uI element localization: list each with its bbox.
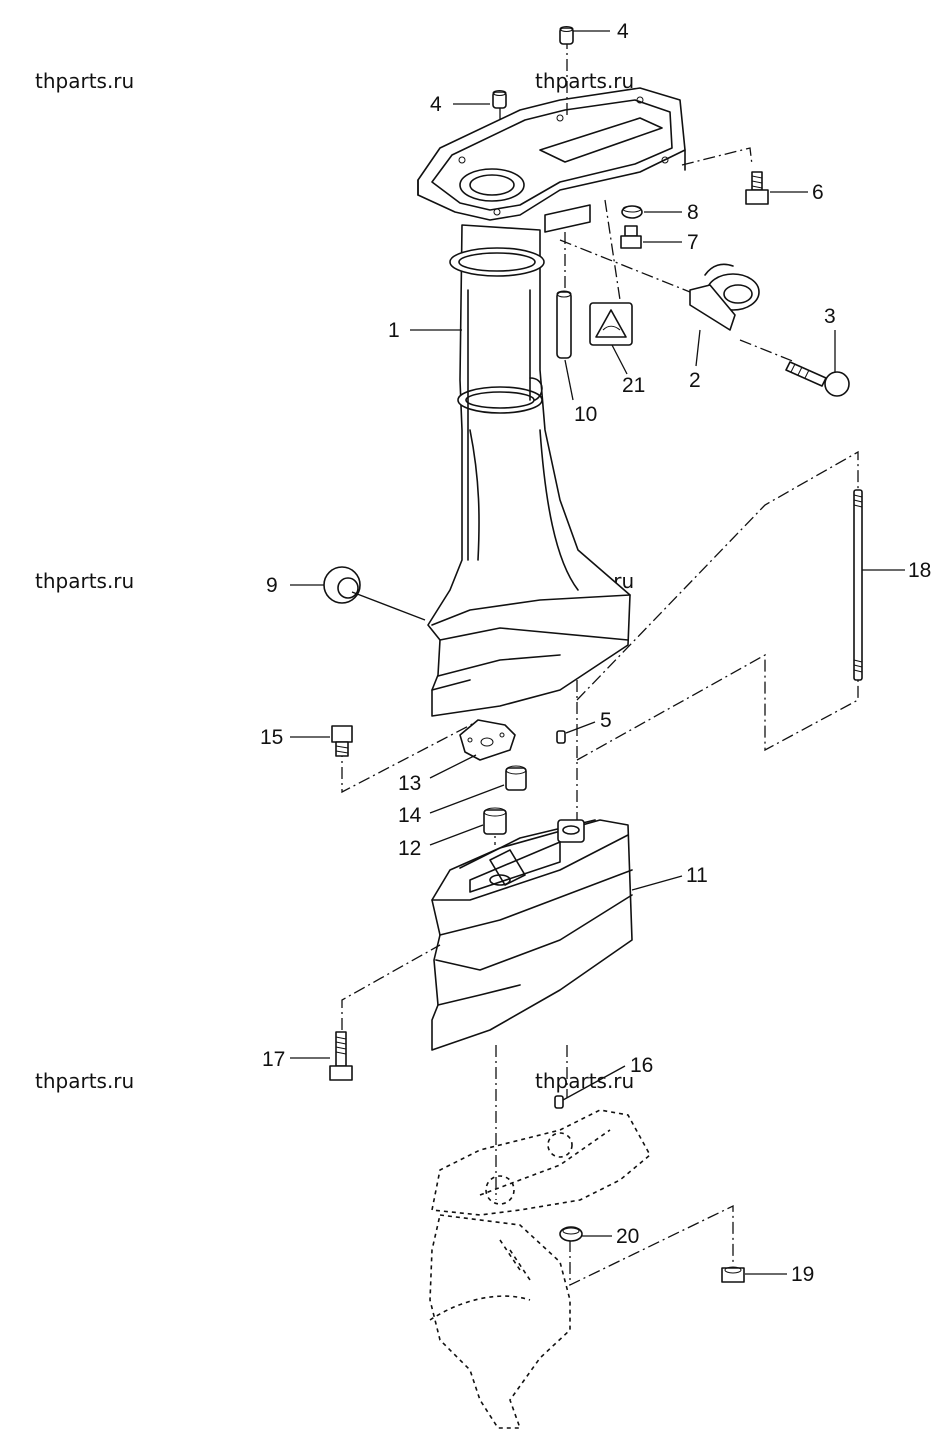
rod-10 bbox=[556, 290, 572, 359]
callout-16: 16 bbox=[630, 1054, 653, 1077]
driveshaft-housing bbox=[427, 224, 631, 717]
washer-20 bbox=[559, 1226, 583, 1242]
gear-case bbox=[429, 1109, 652, 1429]
bolt-15 bbox=[331, 725, 353, 757]
pin-5 bbox=[556, 730, 566, 744]
callout-6: 6 bbox=[812, 181, 824, 204]
watermark-5: thparts.ru bbox=[35, 1069, 134, 1093]
callout-17: 17 bbox=[262, 1048, 285, 1071]
leader-lines bbox=[290, 30, 905, 1275]
warning-label-21 bbox=[589, 302, 633, 346]
bushing-12 bbox=[483, 807, 507, 835]
callout-7: 7 bbox=[687, 231, 699, 254]
lever-2 bbox=[689, 263, 760, 331]
callout-18: 18 bbox=[908, 559, 931, 582]
watermark-6: thparts.ru bbox=[535, 1069, 634, 1093]
callout-9: 9 bbox=[266, 574, 278, 597]
callout-10: 10 bbox=[574, 403, 597, 426]
callouts: 4 4 6 8 7 1 3 2 21 10 9 18 5 15 13 14 12… bbox=[260, 20, 931, 1286]
screw-7 bbox=[620, 225, 642, 249]
watermark-1: thparts.ru bbox=[35, 69, 134, 93]
watermark-3: thparts.ru bbox=[35, 569, 134, 593]
callout-13: 13 bbox=[398, 772, 421, 795]
nut-19 bbox=[721, 1266, 745, 1283]
callout-12: 12 bbox=[398, 837, 421, 860]
callout-4-left: 4 bbox=[430, 93, 442, 116]
lower-casing bbox=[431, 819, 633, 1051]
upper-mount-bracket bbox=[417, 87, 686, 233]
bolt-6 bbox=[745, 171, 769, 205]
callout-15: 15 bbox=[260, 726, 283, 749]
callout-3: 3 bbox=[824, 305, 836, 328]
stud-18 bbox=[853, 489, 863, 681]
bolt-17 bbox=[329, 1031, 353, 1081]
pin-4-left bbox=[492, 90, 507, 109]
plate-13 bbox=[459, 719, 516, 761]
bushing-14 bbox=[505, 765, 527, 791]
callout-11: 11 bbox=[686, 864, 708, 887]
grommet-9 bbox=[323, 566, 361, 604]
callout-20: 20 bbox=[616, 1225, 639, 1248]
bolt-3 bbox=[785, 361, 850, 397]
pin-16 bbox=[554, 1095, 564, 1109]
callout-4-top: 4 bbox=[617, 20, 629, 43]
watermark-2: thparts.ru bbox=[535, 69, 634, 93]
callout-5: 5 bbox=[600, 709, 612, 732]
washer-8 bbox=[621, 205, 643, 219]
callout-14: 14 bbox=[398, 804, 422, 827]
callout-1: 1 bbox=[388, 319, 400, 342]
pin-4-top bbox=[559, 26, 574, 45]
assembly-lines bbox=[341, 40, 859, 1287]
callout-8: 8 bbox=[687, 201, 699, 224]
callout-19: 19 bbox=[791, 1263, 814, 1286]
callout-2: 2 bbox=[689, 369, 701, 392]
callout-21: 21 bbox=[622, 374, 645, 397]
